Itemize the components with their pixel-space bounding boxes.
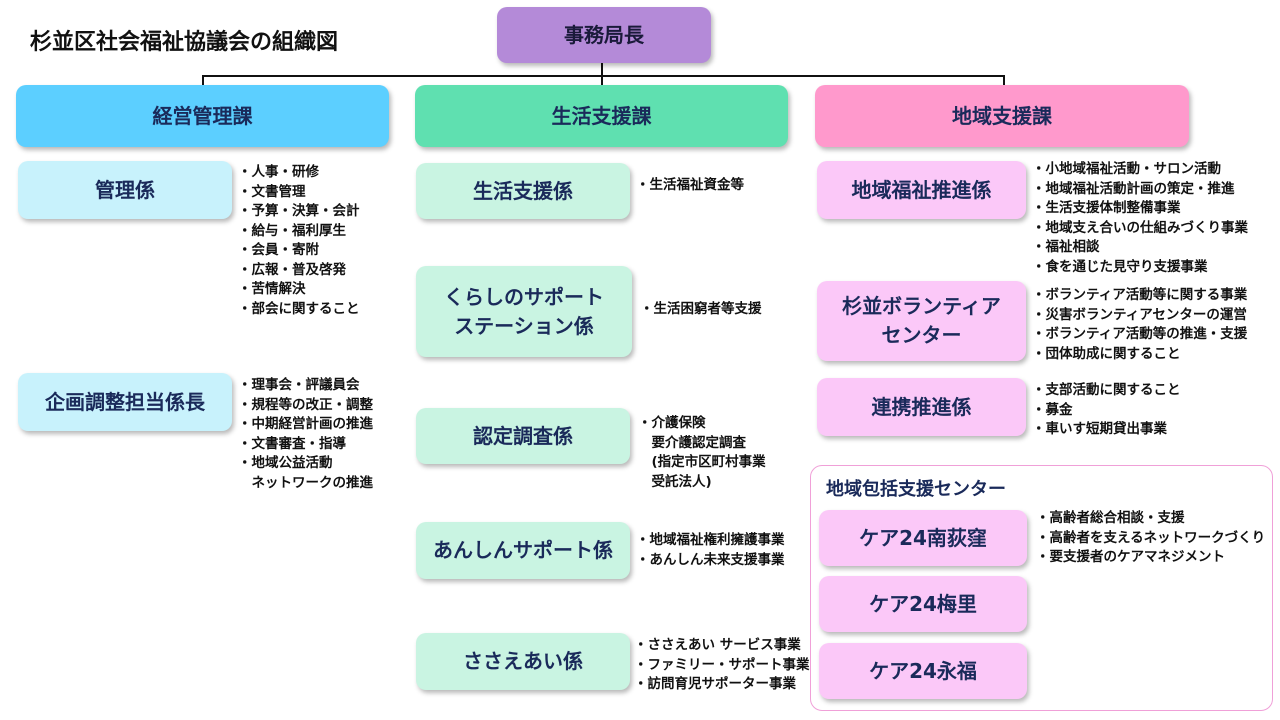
duty-item: ・ファミリー・サポート事業	[634, 656, 810, 673]
duty-item: ・生活福祉資金等	[636, 177, 744, 193]
duty-item: ・地域福祉権利擁護事業	[636, 532, 785, 548]
duty-item: ・福祉相談	[1032, 239, 1100, 255]
section-anshin: あんしんサポート係	[416, 522, 630, 579]
duty-item: ・給与・福利厚生	[238, 222, 346, 239]
duty-item: 受託法人)	[638, 473, 712, 490]
duties-volunteer-center: ・ボランティア活動等に関する事業 ・災害ボランティアセンターの運営 ・ボランティ…	[1032, 286, 1247, 364]
duty-item: ・災害ボランティアセンターの運営	[1032, 306, 1247, 323]
connector-middle	[601, 75, 603, 87]
duty-item: ・苦情解決	[238, 281, 306, 297]
section-sasaeai: ささえあい係	[416, 633, 630, 690]
duties-seikatsu: ・生活福祉資金等	[636, 176, 744, 196]
duty-item: ・会員・寄附	[238, 242, 319, 258]
section-kurashi: くらしのサポート ステーション係	[416, 266, 632, 357]
unit-care24-minami-ogikubo: ケア24南荻窪	[819, 510, 1027, 566]
duty-item: ・規程等の改正・調整	[238, 396, 373, 413]
division-community-support: 地域支援課	[815, 85, 1189, 147]
unit-care24-eifuku: ケア24永福	[819, 643, 1027, 699]
duties-kurashi: ・生活困窮者等支援	[640, 300, 762, 320]
connector-horizontal	[202, 75, 1005, 77]
duty-item: ・生活支援体制整備事業	[1032, 200, 1181, 216]
director-box: 事務局長	[497, 7, 711, 63]
duty-item: ・人事・研修	[238, 164, 319, 180]
duty-item: ・文書管理	[238, 183, 306, 200]
duty-item: ・要支援者のケアマネジメント	[1036, 549, 1225, 565]
duty-item: 要介護認定調査	[638, 434, 746, 451]
community-center-title: 地域包括支援センター	[826, 479, 1006, 500]
duty-item: ・高齢者総合相談・支援	[1036, 510, 1185, 526]
duty-item: ・訪問育児サポーター事業	[634, 676, 796, 692]
duties-sasaeai: ・ささえあい サービス事業 ・ファミリー・サポート事業 ・訪問育児サポーター事業	[634, 636, 810, 695]
duty-item: ・ボランティア活動等の推進・支援	[1032, 326, 1248, 342]
section-renkei: 連携推進係	[817, 378, 1026, 436]
duty-item: ・予算・決算・会計	[238, 203, 360, 219]
duty-item: ・ボランティア活動等に関する事業	[1032, 287, 1248, 303]
duty-item: ・団体助成に関すること	[1032, 345, 1181, 362]
duties-renkei: ・支部活動に関すること ・募金 ・車いす短期貸出事業	[1032, 381, 1181, 440]
duty-item: ・部会に関すること	[238, 300, 360, 317]
duty-item: ・支部活動に関すること	[1032, 382, 1181, 398]
duty-item: ・理事会・評議員会	[238, 377, 360, 393]
duty-item: ・小地域福祉活動・サロン活動	[1032, 161, 1221, 177]
duty-item: ・ささえあい サービス事業	[634, 637, 801, 653]
duty-item: ・募金	[1032, 401, 1073, 418]
section-seikatsu: 生活支援係	[416, 163, 630, 219]
duty-item: ・地域公益活動	[238, 455, 333, 471]
division-life-support: 生活支援課	[415, 85, 788, 147]
duties-kanri: ・人事・研修 ・文書管理 ・予算・決算・会計 ・給与・福利厚生 ・会員・寄附 ・…	[238, 163, 360, 319]
duties-kikaku: ・理事会・評議員会 ・規程等の改正・調整 ・中期経営計画の推進 ・文書審査・指導…	[238, 376, 373, 493]
duty-item: ・地域支え合いの仕組みづくり事業	[1032, 219, 1248, 236]
section-volunteer-center: 杉並ボランティア センター	[817, 281, 1026, 361]
duties-chiiki-fukushi: ・小地域福祉活動・サロン活動 ・地域福祉活動計画の策定・推進 ・生活支援体制整備…	[1032, 160, 1248, 277]
unit-care24-umesato: ケア24梅里	[819, 576, 1027, 632]
duty-item: (指定市区町村事業	[638, 454, 766, 470]
duty-item: ・文書審査・指導	[238, 435, 346, 452]
duty-item: ネットワークの推進	[238, 474, 373, 491]
duty-item: ・食を通じた見守り支援事業	[1032, 258, 1208, 275]
duty-item: ・車いす短期貸出事業	[1032, 421, 1167, 437]
chart-title: 杉並区社会福祉協議会の組織図	[30, 30, 339, 55]
connector-right	[1003, 75, 1005, 87]
section-chiiki-fukushi: 地域福祉推進係	[817, 161, 1026, 219]
duty-item: ・広報・普及啓発	[238, 261, 346, 278]
duties-community-center: ・高齢者総合相談・支援 ・高齢者を支えるネットワークづくり ・要支援者のケアマネ…	[1036, 509, 1265, 568]
duty-item: ・地域福祉活動計画の策定・推進	[1032, 180, 1235, 197]
duty-item: ・あんしん未来支援事業	[636, 551, 785, 568]
duty-item: ・介護保険	[638, 415, 706, 431]
connector-top-vertical	[601, 62, 603, 76]
duties-nintei: ・介護保険 要介護認定調査 (指定市区町村事業 受託法人)	[638, 414, 766, 492]
duty-item: ・生活困窮者等支援	[640, 301, 762, 317]
section-nintei: 認定調査係	[416, 408, 630, 464]
section-kikaku: 企画調整担当係長	[18, 373, 232, 431]
connector-left	[202, 75, 204, 87]
duties-anshin: ・地域福祉権利擁護事業 ・あんしん未来支援事業	[636, 531, 785, 570]
duty-item: ・中期経営計画の推進	[238, 416, 373, 432]
section-kanri: 管理係	[18, 161, 232, 219]
division-management: 経営管理課	[16, 85, 389, 147]
duty-item: ・高齢者を支えるネットワークづくり	[1036, 529, 1266, 546]
